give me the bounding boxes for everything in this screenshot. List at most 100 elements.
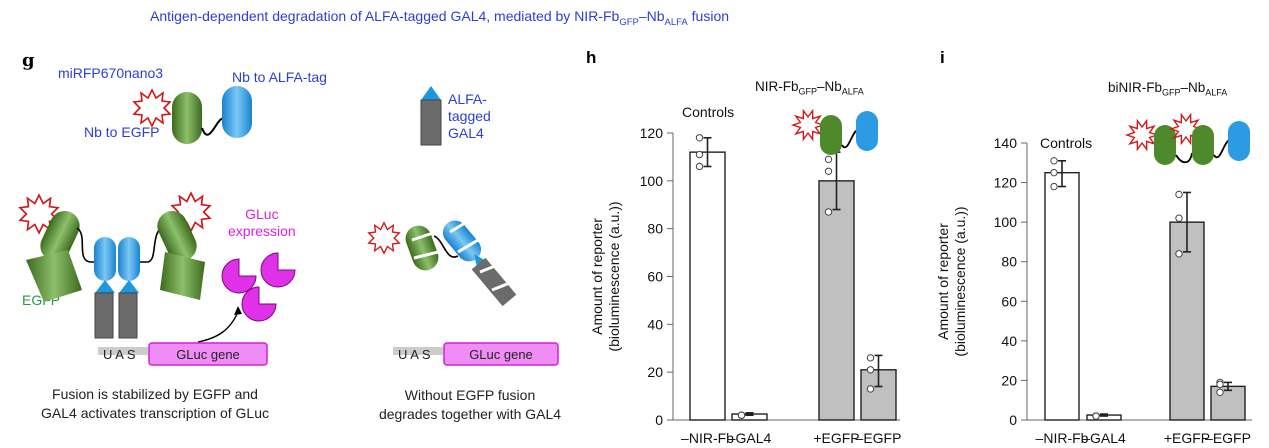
label-alfa-tagged-gal4: ALFA- tagged GAL4 xyxy=(448,91,491,142)
nb-alfa-shape xyxy=(94,237,116,281)
bar xyxy=(1044,171,1080,421)
title-text: Antigen-dependent degradation of ALFA-ta… xyxy=(150,8,620,24)
alfa-tagged-gal4-icon xyxy=(420,86,442,146)
data-point xyxy=(866,354,875,362)
data-point xyxy=(1050,182,1058,191)
nb-egfp-shape xyxy=(40,211,80,261)
y-axis-label-line: Amount of reporter xyxy=(589,218,605,335)
caption-degraded: Without EGFP fusion degrades together wi… xyxy=(370,386,570,424)
label-line: GAL4 xyxy=(448,125,484,141)
nb-alfa-shape xyxy=(856,111,878,151)
data-point xyxy=(866,385,875,393)
chart-title-sub: GFP xyxy=(1162,87,1181,98)
nb-egfp-shape xyxy=(820,115,842,155)
chart-i-title: biNIR-FbGFP–NbALFA xyxy=(1108,80,1227,98)
caption-stabilized: Fusion is stabilized by EGFP and GAL4 ac… xyxy=(20,385,290,423)
caption-line: Fusion is stabilized by EGFP and xyxy=(52,386,258,402)
panel-label-g: g xyxy=(22,50,35,71)
x-tick-label: –GAL4 xyxy=(1082,430,1126,446)
nb-alfa-shape xyxy=(222,86,252,138)
y-tick-label: 100 xyxy=(640,173,664,189)
y-axis-label-line: Amount of reporter xyxy=(935,223,951,340)
data-point xyxy=(1092,412,1100,420)
data-point xyxy=(824,155,833,164)
egfp-barrel xyxy=(26,250,82,302)
construct-icon xyxy=(790,108,878,155)
gluc-gene-label: GLuc gene xyxy=(469,347,533,362)
data-point xyxy=(695,150,704,159)
chart-h-title: NIR-FbGFP–NbALFA xyxy=(755,79,864,97)
gluc-icon xyxy=(241,286,277,322)
title-text-tail: fusion xyxy=(687,8,730,24)
y-tick-label: 60 xyxy=(647,269,663,285)
figure-title: Antigen-dependent degradation of ALFA-ta… xyxy=(150,8,729,28)
y-tick-label: 80 xyxy=(1001,254,1017,270)
label-nb-egfp: Nb to EGFP xyxy=(84,124,160,140)
linker xyxy=(841,129,859,149)
panel-label-h: h xyxy=(586,48,597,67)
caption-line: degrades together with GAL4 xyxy=(378,406,562,422)
uas-label: U A S xyxy=(103,347,136,362)
gluc-gene-box xyxy=(148,342,268,366)
bar xyxy=(1210,385,1246,421)
gluc-icon xyxy=(221,258,257,294)
y-axis-label: Amount of reporter(bioluminescence (a.u.… xyxy=(935,206,968,356)
gluc-gene-box xyxy=(443,342,559,366)
chart-title-sub: ALFA xyxy=(841,86,864,97)
nb-egfp-shape xyxy=(1154,125,1176,165)
chart-title-text: –Nb xyxy=(1180,80,1206,95)
data-point xyxy=(866,366,875,374)
y-axis-label-line: (bioluminescence (a.u.)) xyxy=(606,201,622,351)
y-tick-label: 140 xyxy=(994,135,1018,151)
label-gluc-expression: GLuc expression xyxy=(228,206,296,240)
mirfp-star-icon xyxy=(133,89,171,127)
nb-alfa-shape xyxy=(118,237,140,281)
panel-g-diagram: U A S GLuc gene U A S GLuc gene xyxy=(19,86,559,366)
arrow-icon xyxy=(197,311,239,343)
data-point xyxy=(1175,250,1183,258)
title-subscript-gfp: GFP xyxy=(619,16,639,28)
y-axis-label-line: (bioluminescence (a.u.)) xyxy=(952,206,968,356)
controls-annotation: Controls xyxy=(1040,135,1092,151)
y-tick-label: 40 xyxy=(1001,333,1017,349)
x-tick-label: –NIR-Fb xyxy=(681,430,734,446)
y-tick-label: 120 xyxy=(640,125,664,141)
x-tick-label: +EGFP xyxy=(813,430,859,446)
y-tick-label: 0 xyxy=(1009,412,1017,428)
x-tick-label: +EGFP xyxy=(1164,430,1210,446)
chart-title-text: NIR-Fb xyxy=(755,79,799,94)
y-tick-label: 20 xyxy=(647,364,663,380)
y-tick-label: 20 xyxy=(1001,372,1017,388)
nb-egfp-shape xyxy=(405,225,439,271)
data-point xyxy=(1216,380,1224,389)
chart-title-sub: ALFA xyxy=(1205,87,1228,98)
label-line: GLuc xyxy=(245,206,279,222)
degraded-complex xyxy=(368,218,517,307)
gluc-icon xyxy=(260,252,296,288)
linker xyxy=(1213,139,1231,159)
data-point xyxy=(1216,388,1224,396)
mirfp-star-icon xyxy=(790,108,826,142)
panel-label-i: i xyxy=(940,48,945,67)
data-point xyxy=(1050,168,1058,177)
dna-strand xyxy=(393,347,443,355)
bar xyxy=(689,151,726,421)
caption-line: GAL4 activates transcription of GLuc xyxy=(41,405,269,421)
y-tick-label: 80 xyxy=(647,221,663,237)
title-subscript-alfa: ALFA xyxy=(664,16,688,28)
egfp-barrel xyxy=(160,252,205,300)
construct-icon xyxy=(1124,112,1250,165)
uas-label: U A S xyxy=(398,347,431,362)
caption-line: Without EGFP fusion xyxy=(404,387,536,403)
nb-egfp-shape xyxy=(157,211,197,261)
controls-annotation: Controls xyxy=(682,104,734,120)
data-point xyxy=(1175,190,1183,199)
fusion-construct-top xyxy=(133,86,252,144)
y-tick-label: 40 xyxy=(647,316,663,332)
chart-title-text: –Nb xyxy=(817,79,842,94)
nb-egfp-shape xyxy=(172,92,202,144)
y-tick-label: 0 xyxy=(655,412,663,428)
mirfp-star-icon xyxy=(368,222,400,254)
linker xyxy=(1175,152,1193,164)
